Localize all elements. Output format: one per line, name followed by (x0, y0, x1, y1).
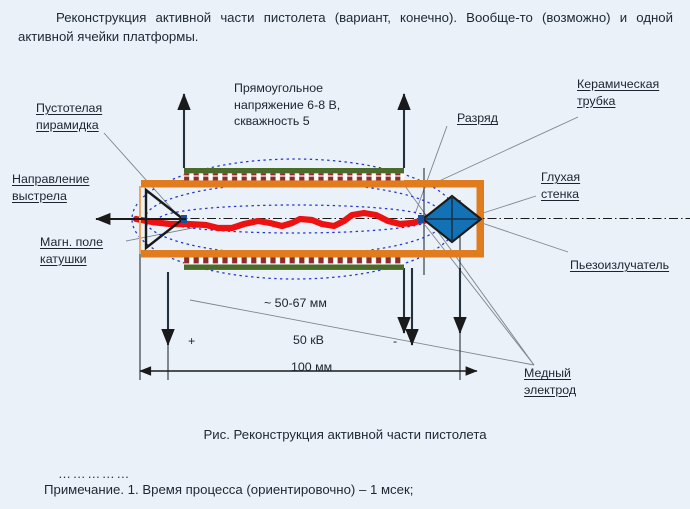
label-coil-magnetic-field: Магн. поле катушки (40, 235, 104, 266)
label-pulse-voltage: Прямоугольное напряжение 6-8 В, скважнос… (234, 81, 341, 128)
label-ceramic-tube: Керамическая трубка (577, 77, 660, 108)
note-ellipsis: …………… (58, 466, 131, 481)
pulse-arrows-down (161, 268, 467, 346)
intro-paragraph: Реконструкция активной части пистолета (… (18, 10, 673, 44)
label-shot-direction: Направление выстрела (12, 172, 90, 203)
dimension-voltage: 50 кВ (293, 333, 324, 347)
coil-bottom (184, 257, 404, 270)
figure-caption: Рис. Реконструкция активной части пистол… (203, 427, 487, 442)
polarity-minus: - (393, 334, 398, 348)
label-blind-wall: Глухая стенка (541, 170, 581, 201)
label-piezo-emitter: Пьезоизлучатель (570, 258, 670, 272)
label-discharge: Разряд (457, 111, 498, 125)
discharge-arc (132, 209, 452, 232)
coil-top (184, 168, 404, 181)
pulse-arrows-up (177, 93, 411, 168)
piezo-emitter (421, 194, 483, 244)
polarity-plus: + (188, 334, 196, 348)
label-copper-electrode: Медный электрод (524, 366, 577, 397)
label-hollow-pyramid: Пустотелая пирамидка (36, 101, 103, 132)
dimension-total-length: 100 мм (291, 360, 333, 374)
leader-lines (103, 116, 579, 366)
dimension-tube-inner: ~ 50-67 мм (264, 296, 327, 310)
note-text: Примечание. 1. Время процесса (ориентиро… (44, 482, 414, 497)
